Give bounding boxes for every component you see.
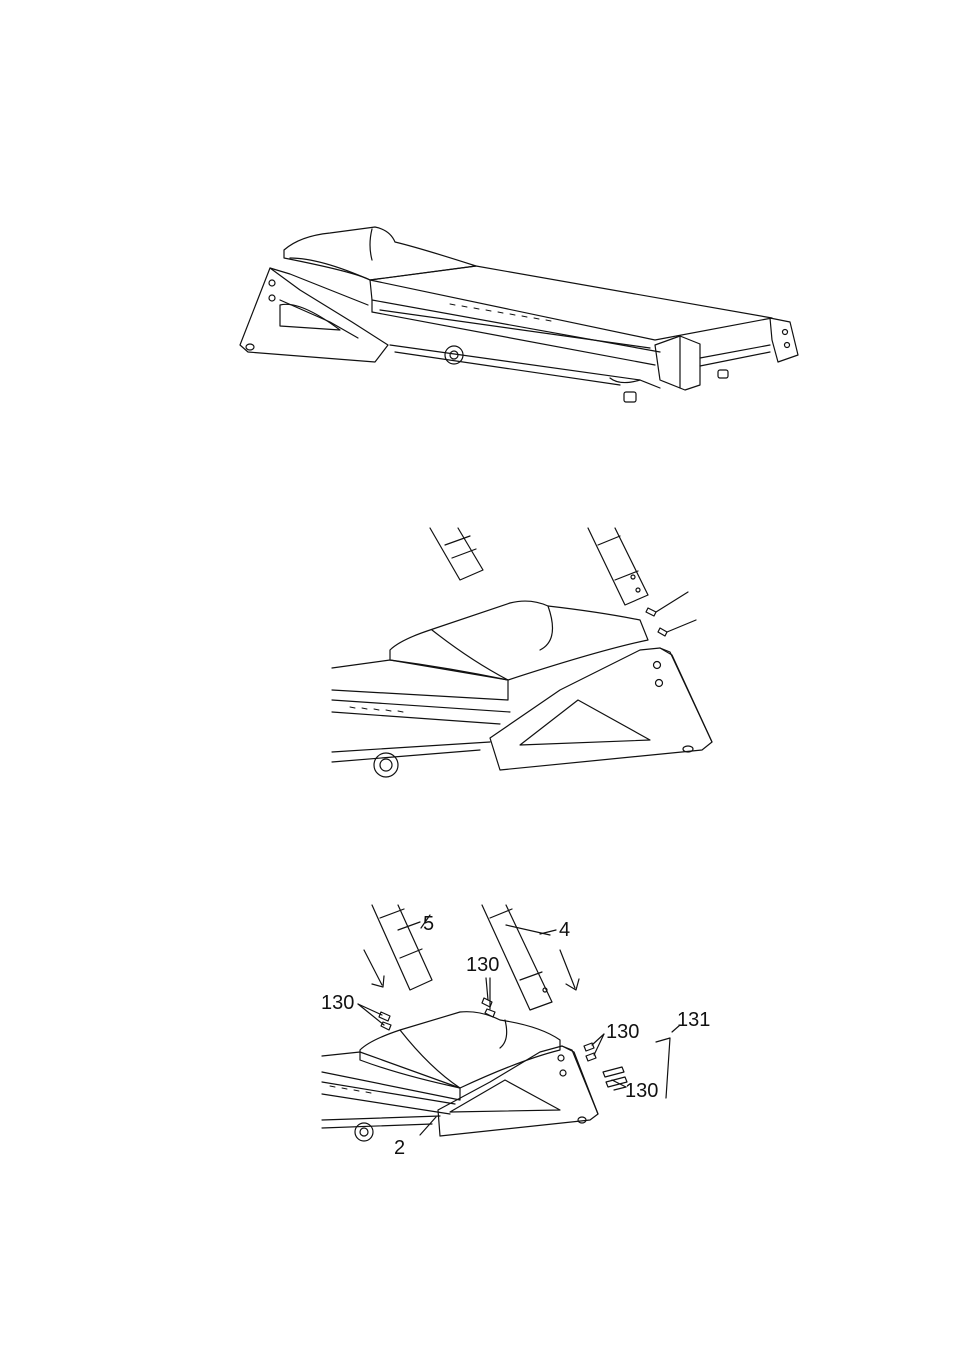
callout-part-2: 2 [394,1137,405,1159]
callout-part-4: 4 [559,919,570,941]
motor-hood [360,1012,560,1088]
callout-part-5: 5 [423,913,434,935]
callout-part-130: 130 [606,1021,639,1043]
callout-part-130: 130 [625,1080,658,1102]
callout-part-130: 130 [466,954,499,976]
bolt-icon [603,1067,624,1077]
arrow-down-icon [560,950,579,990]
bolt-icon [379,1012,390,1021]
callout-part-131: 131 [677,1009,710,1031]
arrow-down-icon [364,950,384,987]
base-left-end-plate [438,1046,598,1136]
callout-part-130: 130 [321,992,354,1014]
transport-wheel [355,1123,373,1141]
